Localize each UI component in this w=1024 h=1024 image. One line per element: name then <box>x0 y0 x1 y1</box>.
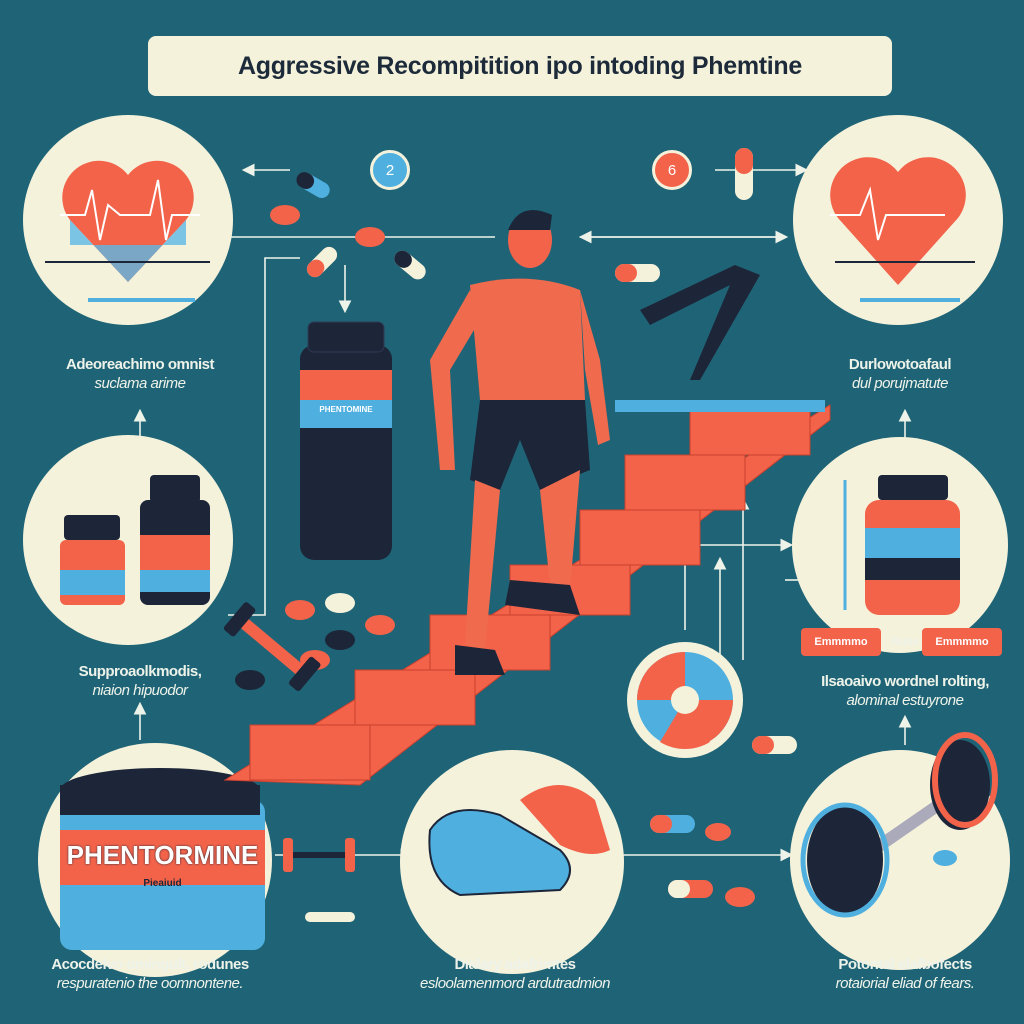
caption-bottom-center: Dialary adafrimtes esloolamenmord ardutra… <box>380 955 650 993</box>
caption-line: esloolamenmord ardutradmion <box>420 975 610 992</box>
caption-line: Supproaolkmodis, <box>78 663 202 680</box>
supplement-jars-circle <box>23 435 233 645</box>
treadmill <box>615 265 825 412</box>
step-badge-2: 2 <box>370 150 410 190</box>
caption-line: dul porujmatute <box>852 375 948 392</box>
caption-line: rotaiorial eliad of fears. <box>835 975 975 992</box>
jar-circle <box>38 743 272 977</box>
caption-line: suclama arime <box>94 375 186 392</box>
bottle-label: PHENTOMINE <box>319 405 373 414</box>
caption-line: Durlowotoafaul <box>848 356 952 373</box>
caption-line: Potontal elafbofects <box>838 956 972 973</box>
man-figure <box>430 210 610 675</box>
caption-bottom-right: Potontal elafbofects rotaiorial eliad of … <box>800 955 1010 993</box>
jar-sublabel: Pieaiuid <box>143 878 182 889</box>
small-dumbbell <box>283 838 355 872</box>
caption-line: alominal estuyrone <box>846 692 964 709</box>
caption-line: Ilsaoaivo wordnel rolting, <box>821 673 989 690</box>
caption-top-left: Adeoreachimo omnist suclama arime <box>20 355 260 393</box>
caption-line: respuratenio the oomnontene. <box>56 975 244 992</box>
heart-monitor-circle-left <box>23 115 233 325</box>
caption-line: Acocdelvo omingult, rodunes <box>51 956 249 973</box>
caption-mid-right: Ilsaoaivo wordnel rolting, alominal estuy… <box>790 672 1020 710</box>
caption-top-right: Durlowotoafaul dul porujmatute <box>790 355 1010 393</box>
pill-bottle <box>300 321 392 560</box>
caption-mid-left: Supproaolkmodis, niaion hipuodor <box>20 662 260 700</box>
mid-right-tag-right: Emmmmo <box>922 628 1002 656</box>
dumbbell-circle <box>790 732 1010 970</box>
flow-arrows <box>133 163 912 862</box>
mid-right-tag-middle: Rune <box>891 636 919 648</box>
pie-chart <box>627 642 743 758</box>
mid-right-tag-left: Emmmmo <box>801 628 881 656</box>
caption-line: Dialary adafrimtes <box>454 956 576 973</box>
scattered-pills <box>223 148 957 922</box>
caption-line: niaion hipuodor <box>92 682 188 699</box>
bottle-chart-circle <box>792 437 1008 653</box>
shoes-circle <box>400 750 624 974</box>
caption-line: Adeoreachimo omnist <box>65 356 215 373</box>
page-title: Aggressive Recompitition ipo intoding Ph… <box>148 36 892 96</box>
jar-label: PHENTORMINE <box>66 840 259 870</box>
heart-monitor-circle-right <box>793 115 1003 325</box>
step-badge-6: 6 <box>652 150 692 190</box>
caption-bottom-left: Acocdelvo omingult, rodunes respuratenio … <box>10 955 290 993</box>
